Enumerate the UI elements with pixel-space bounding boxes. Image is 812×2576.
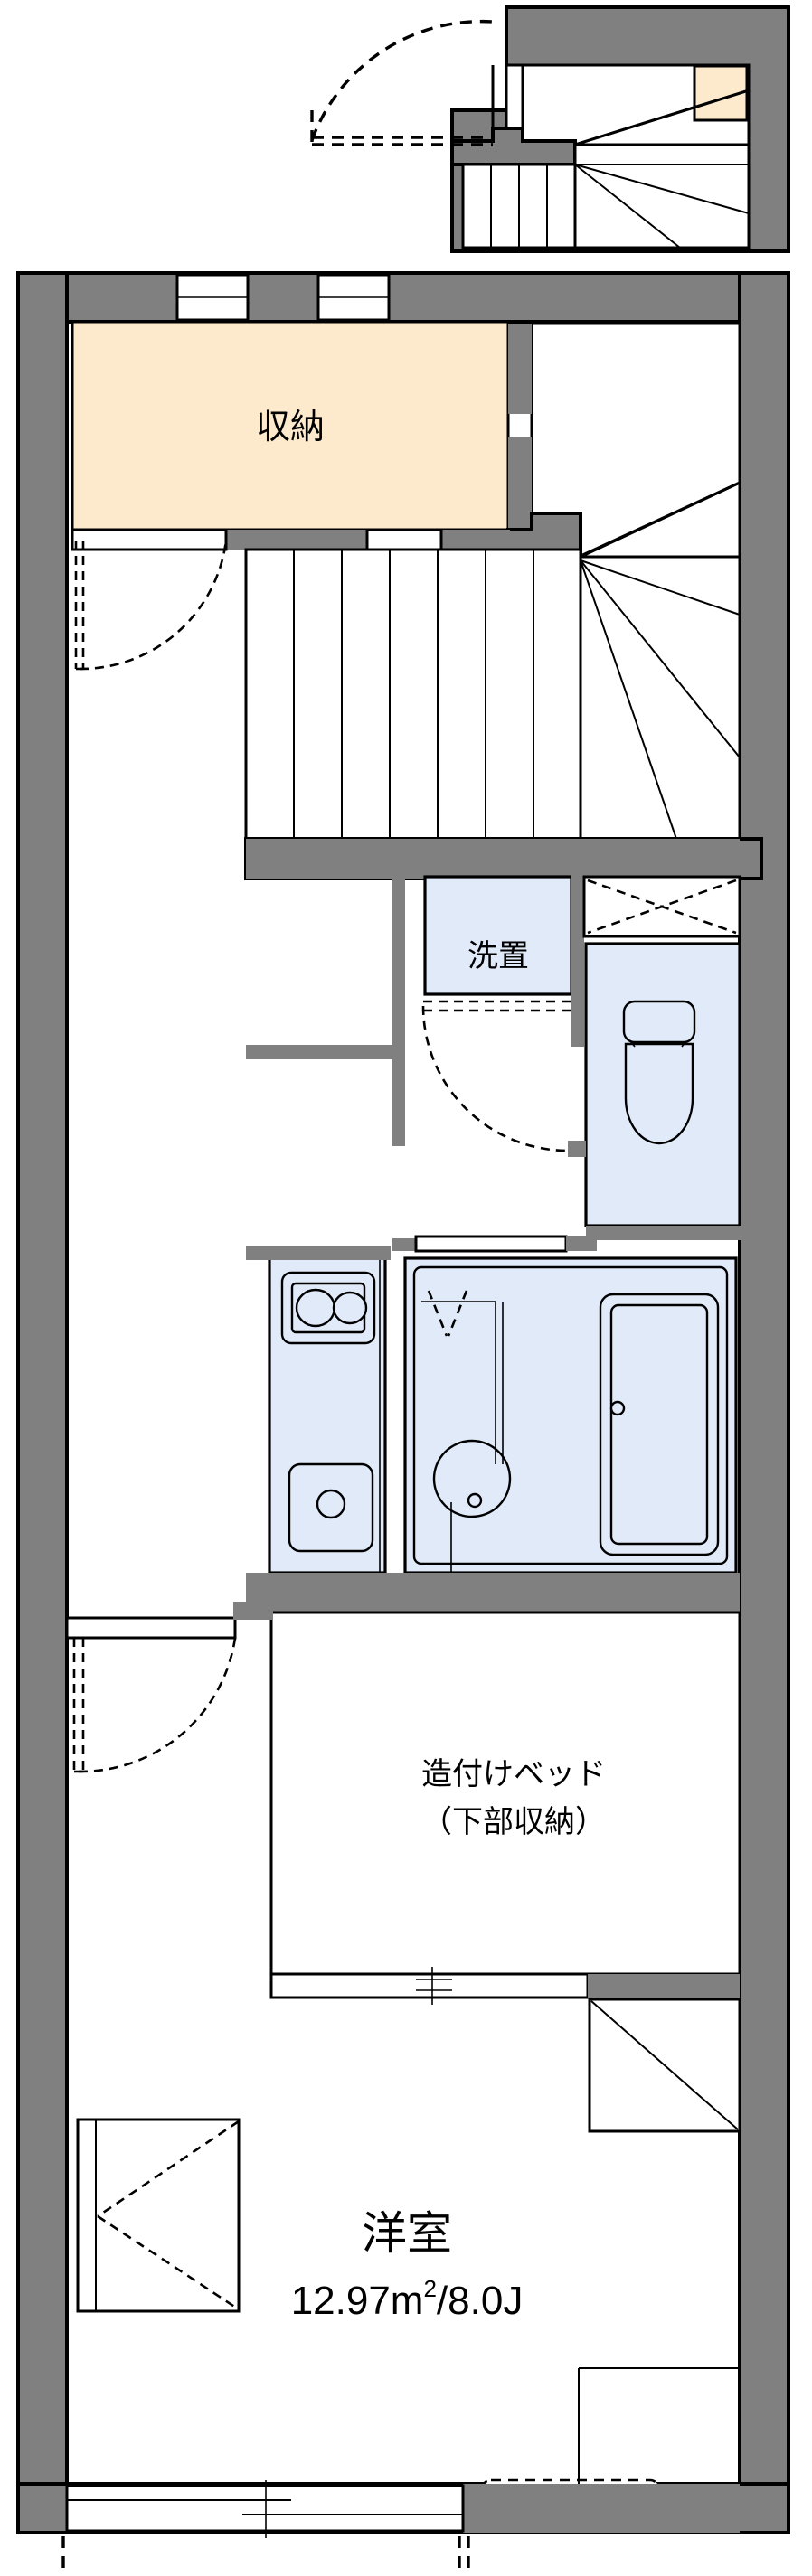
kitchen-top-wall	[246, 1246, 391, 1260]
washbasin-counter	[450, 1302, 504, 1573]
main-room-area-sup: 2	[423, 2275, 436, 2302]
main-stair-run-body	[244, 548, 582, 841]
builtin-bed-label-line1: 造付けベッド	[421, 1757, 606, 1791]
loft-storage-label: 収納	[256, 409, 325, 447]
bottom-right-wall	[463, 2484, 740, 2533]
upper-fan-3	[574, 164, 681, 249]
stairwell-fin-lower	[508, 437, 532, 530]
bottom-sliding-window	[65, 2484, 465, 2533]
left-wardrobe-fold-doors	[97, 2120, 240, 2311]
main-room-area-number: 12.97	[291, 2279, 391, 2323]
ac-partition-line	[578, 2367, 740, 2484]
toilet-bottom-wall	[586, 1226, 741, 1240]
washroom-bottom-wall-a	[392, 1238, 416, 1251]
main-room-area-label: 12.97m2/8.0J	[291, 2275, 524, 2323]
bath-bottom-wall	[246, 1573, 740, 1612]
washroom-right-wall	[571, 875, 584, 1047]
washroom-door-swing	[421, 1005, 569, 1152]
storage-bottom-gap-b	[365, 528, 443, 551]
washroom-left-wall	[392, 875, 405, 1146]
entrance-upper-section	[310, 5, 790, 253]
stair-bottom-wall-fill	[246, 839, 740, 879]
left-wardrobe	[76, 2118, 241, 2313]
kitchen-sink-drain	[316, 1489, 346, 1519]
bed-bottom-sill	[269, 1972, 590, 1999]
toilet-door-nib	[568, 1141, 586, 1157]
upper-winder-area	[573, 143, 751, 249]
entry-door-opening	[65, 1616, 237, 1640]
washer-space	[423, 875, 573, 996]
bathtub-inner	[609, 1303, 709, 1546]
main-unit-top-wall	[16, 271, 790, 324]
loft-storage-final	[71, 320, 510, 531]
main-unit-left-wall	[16, 271, 69, 2534]
main-unit-section: 収納	[16, 271, 790, 2572]
stove-burner-large	[295, 1288, 336, 1328]
hall-wall-jog	[246, 1045, 405, 1059]
main-winder-area	[579, 555, 741, 841]
main-fan-2	[580, 559, 741, 758]
toilet-bowl	[624, 1042, 694, 1145]
entrance-door-swing-arc	[310, 19, 494, 141]
storage-bottom-gap-a	[71, 528, 228, 551]
bath-bottom-wall-notch	[246, 1573, 266, 1598]
stairwell-fin-upper	[508, 324, 532, 414]
toilet-neck	[630, 1041, 686, 1048]
washroom-door-leaf	[423, 1000, 571, 1012]
washbasin-bowl	[432, 1439, 512, 1518]
washbasin-counter-edge	[421, 1301, 496, 1464]
entry-door-head-wall	[233, 1602, 273, 1620]
washroom-door-opening	[414, 1235, 568, 1253]
main-unit-right-wall	[738, 271, 790, 2534]
main-fan-3	[580, 559, 677, 840]
bed-bottom-wall-right	[588, 1974, 740, 1998]
storage-bottom-wall-a	[226, 530, 367, 550]
main-room-label: 洋室	[362, 2208, 452, 2259]
main-stair-diag-upper-b	[580, 481, 741, 559]
builtin-bed	[269, 1611, 741, 1976]
ceiling-access-cross	[587, 879, 737, 935]
side-window-diagonal	[590, 2000, 739, 2130]
main-room-area-unit: m	[391, 2279, 424, 2323]
entry-door-swing	[78, 1637, 237, 1773]
stove-burner-small	[332, 1291, 368, 1325]
main-fan-1	[580, 559, 741, 616]
main-room-area-jo: /8.0J	[437, 2279, 523, 2323]
bathtub-drain	[609, 1400, 626, 1416]
toilet-tank	[622, 1000, 696, 1044]
washer-space-label: 洗置	[467, 939, 529, 973]
builtin-bed-label-line2: （下部収納）	[421, 1805, 606, 1839]
upper-winder-diag-2	[574, 89, 750, 146]
storage-bottom-wall-b	[441, 530, 510, 550]
washbasin-drain	[467, 1492, 483, 1509]
shower-head-marker	[427, 1290, 468, 1337]
upper-fan-2	[574, 164, 750, 214]
